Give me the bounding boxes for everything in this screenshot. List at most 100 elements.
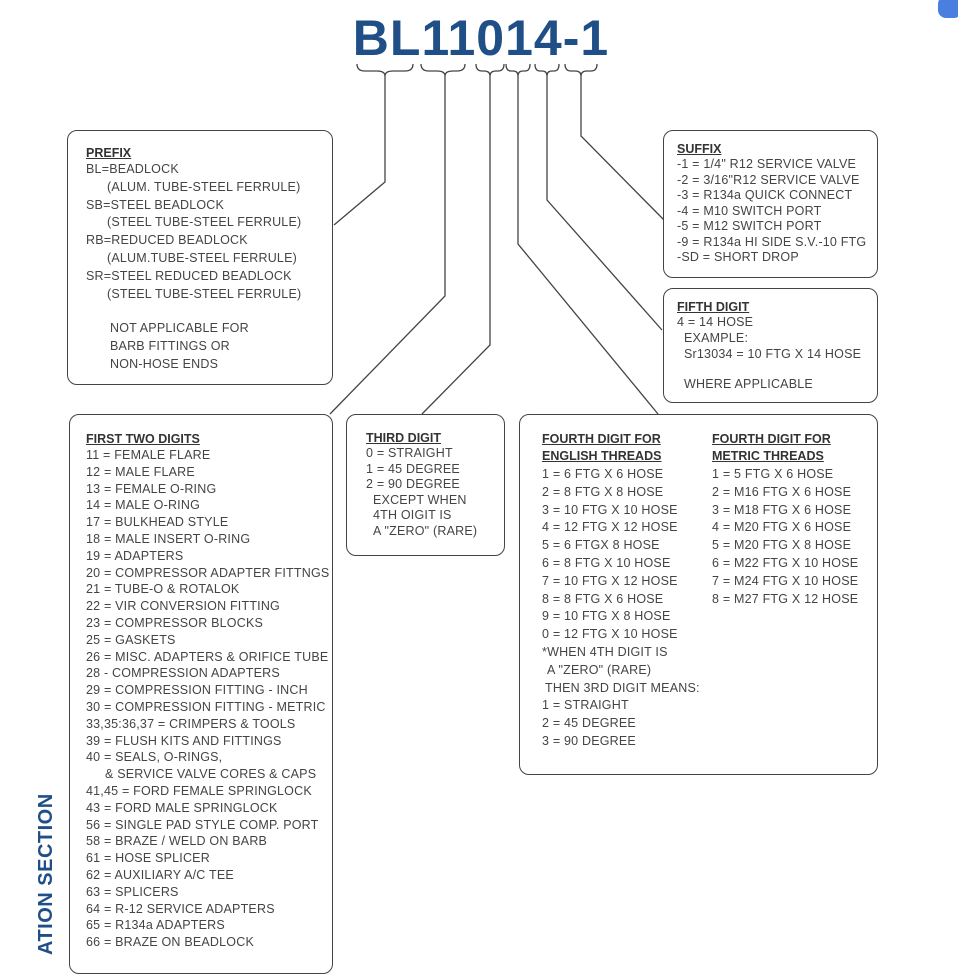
first-two-line: 40 = SEALS, O-RINGS, bbox=[86, 750, 223, 765]
first-two-line: 39 = FLUSH KITS AND FITTINGS bbox=[86, 733, 282, 748]
prefix-box: PREFIX BL=BEADLOCK (ALUM. TUBE-STEEL FER… bbox=[67, 130, 333, 385]
first-two-line: 25 = GASKETS bbox=[86, 632, 176, 647]
fourth-metric-line: 6 = M22 FTG X 10 HOSE bbox=[712, 555, 859, 570]
first-two-line: 11 = FEMALE FLARE bbox=[86, 448, 211, 462]
prefix-line: (STEEL TUBE-STEEL FERRULE) bbox=[107, 286, 302, 301]
fifth-digit-box: FIFTH DIGIT 4 = 14 HOSE EXAMPLE: Sr13034… bbox=[663, 288, 878, 403]
fourth-metric-line: 2 = M16 FTG X 6 HOSE bbox=[712, 484, 852, 499]
suffix-heading: SUFFIX bbox=[677, 142, 722, 156]
suffix-line: -3 = R134a QUICK CONNECT bbox=[677, 188, 853, 202]
brace-prefix bbox=[356, 63, 414, 77]
first-two-line: 21 = TUBE-O & ROTALOK bbox=[86, 582, 240, 597]
leader-third bbox=[421, 76, 491, 415]
first-two-line: 28 - COMPRESSION ADAPTERS bbox=[86, 666, 280, 681]
fourth-english-line: 1 = STRAIGHT bbox=[542, 698, 629, 713]
first-two-line: 22 = VIR CONVERSION FITTING bbox=[86, 599, 280, 614]
first-two-line: 23 = COMPRESSOR BLOCKS bbox=[86, 615, 264, 630]
prefix-line: RB=REDUCED BEADLOCK bbox=[86, 233, 248, 248]
prefix-line: (ALUM.TUBE-STEEL FERRULE) bbox=[107, 250, 297, 265]
suffix-line: -5 = M12 SWITCH PORT bbox=[677, 219, 822, 233]
third-digit-line: 4TH OIGIT IS bbox=[373, 508, 452, 523]
first-two-line: 56 = SINGLE PAD STYLE COMP. PORT bbox=[86, 817, 319, 832]
corner-badge-icon[interactable] bbox=[938, 0, 958, 18]
first-two-line: 61 = HOSE SPLICER bbox=[86, 851, 210, 866]
first-two-line: 41,45 = FORD FEMALE SPRINGLOCK bbox=[86, 783, 312, 798]
leader-suffix bbox=[580, 76, 665, 221]
fourth-english-heading: ENGLISH THREADS bbox=[542, 449, 662, 463]
fourth-english-line: 8 = 8 FTG X 6 HOSE bbox=[542, 591, 664, 606]
fourth-english-line: 0 = 12 FTG X 10 HOSE bbox=[542, 627, 678, 642]
fifth-digit-line: 4 = 14 HOSE bbox=[677, 315, 754, 329]
fifth-digit-line: EXAMPLE: bbox=[684, 330, 749, 345]
fourth-digit-english: FOURTH DIGIT FOR ENGLISH THREADS 1 = 6 F… bbox=[542, 431, 700, 751]
brace-fifth bbox=[534, 63, 560, 77]
suffix-box: SUFFIX -1 = 1/4" R12 SERVICE VALVE -2 = … bbox=[663, 130, 878, 278]
fourth-english-line: 9 = 10 FTG X 8 HOSE bbox=[542, 609, 671, 624]
fourth-metric-line: 4 = M20 FTG X 6 HOSE bbox=[712, 520, 852, 535]
first-two-digits-box: FIRST TWO DIGITS 11 = FEMALE FLARE 12 = … bbox=[69, 414, 333, 974]
fourth-english-line: 2 = 8 FTG X 8 HOSE bbox=[542, 484, 664, 499]
first-two-line: 64 = R-12 SERVICE ADAPTERS bbox=[86, 901, 275, 916]
first-two-line: 29 = COMPRESSION FITTING - INCH bbox=[86, 683, 308, 698]
suffix-line: -9 = R134a HI SIDE S.V.-10 FTG bbox=[677, 234, 867, 249]
section-side-label: ATION SECTION bbox=[30, 740, 70, 955]
fifth-digit-line: Sr13034 = 10 FTG X 14 HOSE bbox=[684, 346, 862, 361]
suffix-line: -4 = M10 SWITCH PORT bbox=[677, 203, 822, 218]
third-digit-line: 0 = STRAIGHT bbox=[366, 446, 453, 460]
prefix-line: (ALUM. TUBE-STEEL FERRULE) bbox=[107, 179, 301, 194]
fourth-metric-heading: FOURTH DIGIT FOR bbox=[712, 432, 831, 446]
fourth-metric-line: 1 = 5 FTG X 6 HOSE bbox=[712, 467, 834, 481]
fourth-english-line: THEN 3RD DIGIT MEANS: bbox=[545, 680, 700, 695]
third-digit-line: A "ZERO" (RARE) bbox=[373, 523, 478, 538]
prefix-note: NON-HOSE ENDS bbox=[110, 356, 219, 371]
fourth-english-heading: FOURTH DIGIT FOR bbox=[542, 432, 661, 446]
suffix-line: -1 = 1/4" R12 SERVICE VALVE bbox=[677, 157, 857, 171]
fourth-metric-heading: METRIC THREADS bbox=[712, 449, 824, 463]
fourth-english-line: 4 = 12 FTG X 12 HOSE bbox=[542, 520, 678, 535]
third-digit-line: 2 = 90 DEGREE bbox=[366, 477, 460, 492]
prefix-line: (STEEL TUBE-STEEL FERRULE) bbox=[107, 215, 302, 230]
fourth-english-line: A "ZERO" (RARE) bbox=[547, 662, 652, 677]
fourth-english-line: 2 = 45 DEGREE bbox=[542, 716, 636, 731]
fourth-digit-metric: FOURTH DIGIT FOR METRIC THREADS 1 = 5 FT… bbox=[712, 431, 858, 608]
suffix-line: -2 = 3/16"R12 SERVICE VALVE bbox=[677, 172, 860, 187]
fifth-digit-note: WHERE APPLICABLE bbox=[684, 377, 813, 392]
first-two-line: 18 = MALE INSERT O-RING bbox=[86, 531, 251, 546]
fourth-english-line: 6 = 8 FTG X 10 HOSE bbox=[542, 555, 671, 570]
first-two-line: 62 = AUXILIARY A/C TEE bbox=[86, 867, 234, 882]
first-two-line: 66 = BRAZE ON BEADLOCK bbox=[86, 935, 254, 950]
fourth-english-line: 3 = 90 DEGREE bbox=[542, 733, 636, 748]
prefix-line: SB=STEEL BEADLOCK bbox=[86, 197, 225, 212]
brace-third bbox=[475, 63, 505, 77]
first-two-line: 20 = COMPRESSOR ADAPTER FITTNGS bbox=[86, 565, 330, 580]
fourth-english-line: *WHEN 4TH DIGIT IS bbox=[542, 644, 668, 659]
fourth-english-line: 7 = 10 FTG X 12 HOSE bbox=[542, 573, 678, 588]
suffix-line: -SD = SHORT DROP bbox=[677, 250, 799, 264]
prefix-note: BARB FITTINGS OR bbox=[110, 339, 230, 354]
prefix-heading: PREFIX bbox=[86, 146, 132, 160]
leader-prefix bbox=[333, 76, 386, 226]
fifth-digit-heading: FIFTH DIGIT bbox=[677, 300, 750, 314]
first-two-line: 65 = R134a ADAPTERS bbox=[86, 918, 225, 933]
first-two-line: 58 = BRAZE / WELD ON BARB bbox=[86, 834, 268, 849]
first-two-line: 13 = FEMALE O-RING bbox=[86, 481, 217, 496]
third-digit-box: THIRD DIGIT 0 = STRAIGHT 1 = 45 DEGREE 2… bbox=[346, 414, 505, 556]
fourth-english-line: 5 = 6 FTGX 8 HOSE bbox=[542, 538, 660, 553]
first-two-line: 19 = ADAPTERS bbox=[86, 548, 184, 563]
leader-fifth bbox=[546, 76, 663, 331]
fourth-english-line: 3 = 10 FTG X 10 HOSE bbox=[542, 502, 678, 517]
part-number-title: BL11014-1 bbox=[352, 10, 610, 66]
first-two-line: 30 = COMPRESSION FITTING - METRIC bbox=[86, 699, 326, 714]
first-two-line: & SERVICE VALVE CORES & CAPS bbox=[105, 767, 317, 782]
prefix-line: SR=STEEL REDUCED BEADLOCK bbox=[86, 268, 292, 283]
fourth-english-line: 1 = 6 FTG X 6 HOSE bbox=[542, 467, 664, 481]
brace-fourth bbox=[505, 63, 531, 77]
first-two-line: 14 = MALE O-RING bbox=[86, 498, 200, 513]
third-digit-line: EXCEPT WHEN bbox=[373, 492, 467, 507]
fourth-metric-line: 7 = M24 FTG X 10 HOSE bbox=[712, 573, 859, 588]
first-two-line: 12 = MALE FLARE bbox=[86, 464, 195, 479]
section-side-label-text: ATION SECTION bbox=[35, 793, 57, 955]
fourth-metric-line: 3 = M18 FTG X 6 HOSE bbox=[712, 502, 852, 517]
first-two-line: 63 = SPLICERS bbox=[86, 884, 179, 899]
